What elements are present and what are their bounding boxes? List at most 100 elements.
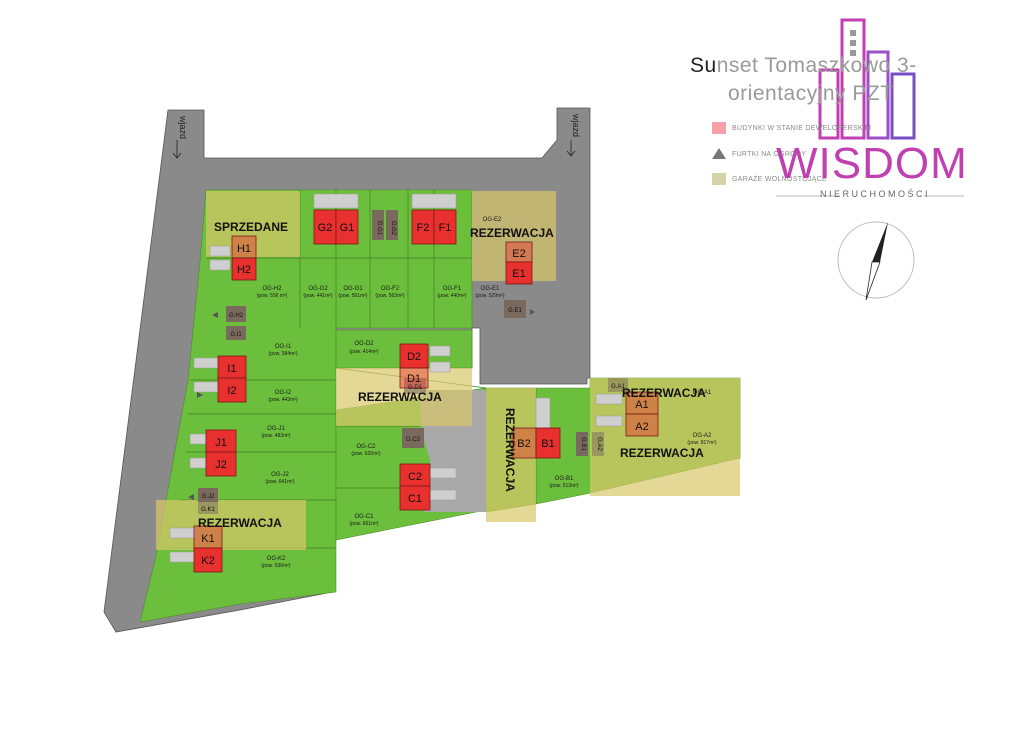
plot-oj2-area: (pow. 641m²) (265, 479, 295, 485)
reserved-overlay-k1 (156, 500, 306, 550)
plot-of2-area: (pow. 563m²) (375, 293, 405, 299)
garage-gc2 (402, 428, 424, 448)
plot-og1-area: (pow. 561m²) (338, 293, 368, 299)
label-d1: D1 (407, 373, 421, 385)
label-g1: G1 (340, 222, 355, 234)
garage-gb1 (576, 432, 588, 456)
plot-od2-area: (pow. 414m²) (349, 349, 379, 355)
title-lead: Su (690, 54, 717, 77)
label-gd1: G.D1 (408, 385, 423, 391)
entrance-right-label: wjazd (571, 113, 581, 137)
building-h2 (231, 257, 257, 281)
garage-ge1 (504, 300, 526, 318)
building-f1 (433, 209, 457, 245)
garage-gg2 (386, 210, 398, 240)
label-gk1: G.K1 (201, 507, 215, 513)
legend-swatch-buildings (712, 122, 726, 134)
garage-gi1 (226, 326, 246, 340)
building-d1 (399, 367, 429, 389)
plot-of1-area: (pow. 440m²) (437, 293, 467, 299)
plot-og2: OG-G2 (308, 286, 328, 292)
building-b2 (511, 427, 537, 459)
plot-oc1-area: (pow. 661m²) (349, 521, 379, 527)
label-gg1: G.G1 (376, 221, 382, 236)
reserved-overlay-d1 (336, 368, 472, 426)
label-i1: I1 (227, 363, 236, 375)
legend-label-buildings: BUDYNKI W STANIE DEWELOPERSKIM (732, 125, 872, 132)
logo-subtitle: NIERUCHOMOŚCI (820, 189, 931, 199)
label-f2: F2 (417, 222, 430, 234)
label-e1: E1 (512, 268, 525, 280)
plot-oi2: OG-I2 (275, 390, 292, 396)
building-c1 (399, 485, 431, 511)
logo-wordmark: WISDOM (776, 139, 968, 188)
legend-swatch-garages (712, 173, 726, 185)
label-c2: C2 (408, 471, 422, 483)
label-a1: A1 (635, 399, 648, 411)
plot-oj1: OG-J1 (267, 426, 285, 432)
garages (198, 210, 628, 514)
plot-of2: OG-F2 (381, 286, 400, 292)
buildings (193, 209, 659, 573)
page-title: Sunset Tomaszkowo 3- orientacyjny PZT (690, 52, 917, 108)
plot-oh2-area: (pow. 556 m²) (257, 293, 288, 299)
legend-label-gates: FURTKI NA OGRODY (732, 151, 807, 158)
building-j2 (205, 451, 237, 477)
label-j1: J1 (215, 437, 227, 449)
plot-og2-area: (pow. 441m²) (303, 293, 333, 299)
plot-oc2: OG-C2 (356, 444, 376, 450)
building-e1 (505, 261, 533, 285)
plot-oe2: OG-E2 (483, 217, 502, 223)
label-b1: B1 (541, 438, 554, 450)
north-arrow-icon (837, 221, 915, 301)
label-a2: A2 (635, 421, 648, 433)
label-i2: I2 (227, 385, 236, 397)
building-d2 (399, 343, 429, 369)
label-ga1: G.A1 (611, 384, 625, 390)
label-h2: H2 (237, 264, 251, 276)
status-sold-h1: SPRZEDANE (214, 220, 288, 234)
label-e2: E2 (512, 248, 525, 260)
plot-oa2-area: (pow. 817m²) (687, 440, 717, 446)
legend-triangle-icon (712, 148, 726, 159)
plot-ob1: OG-B1 (555, 476, 574, 482)
label-gi1: G.I1 (230, 332, 242, 338)
plot-oe1-area: (pow. 529m²) (475, 293, 505, 299)
title-line1: nset Tomaszkowo 3- (716, 54, 917, 77)
plot-oa1: OG-A1 (693, 390, 712, 396)
plot-oi1: OG-I1 (275, 344, 292, 350)
label-gg2: G.G2 (390, 221, 396, 236)
plot-og1: OG-G1 (343, 286, 363, 292)
garage-gk1 (198, 502, 218, 514)
label-j2: J2 (215, 459, 227, 471)
gate-markers (188, 309, 535, 500)
label-h1: H1 (237, 243, 251, 255)
building-k2 (193, 547, 223, 573)
garage-gd1 (404, 378, 426, 394)
plot-oj1-area: (pow. 483m²) (261, 433, 291, 439)
reserved-overlay-b2 (486, 388, 536, 522)
plot-oa2: OG-A2 (693, 433, 712, 439)
label-k1: K1 (201, 533, 214, 545)
plot-of1: OG-F1 (443, 286, 462, 292)
building-b1 (535, 427, 561, 459)
label-f1: F1 (439, 222, 452, 234)
status-reserved-e2: REZERWACJA (470, 226, 554, 240)
plot-od2: OG-D2 (354, 341, 374, 347)
label-gc2: G.C2 (406, 437, 421, 443)
label-b2: B2 (517, 438, 530, 450)
label-ge1: G.E1 (508, 308, 522, 314)
plot-oh2: OG-H2 (262, 286, 282, 292)
plot-oj2: OG-J2 (271, 472, 289, 478)
garage-ga1 (608, 378, 628, 392)
wisdom-logo-icon (776, 18, 964, 197)
plot-oi2-area: (pow. 443m²) (268, 397, 298, 403)
label-ga2: G.A2 (596, 437, 602, 451)
entrance-arrows (172, 140, 576, 159)
status-reserved-d1: REZERWACJA (358, 390, 442, 404)
plot-ok2-area: (pow. 536m²) (261, 563, 291, 569)
plot-oc1: OG-C1 (354, 514, 374, 520)
garage-gj2 (198, 488, 218, 502)
plot-oi1-area: (pow. 584m²) (268, 351, 298, 357)
entrance-left-label: wjazd (178, 115, 188, 139)
